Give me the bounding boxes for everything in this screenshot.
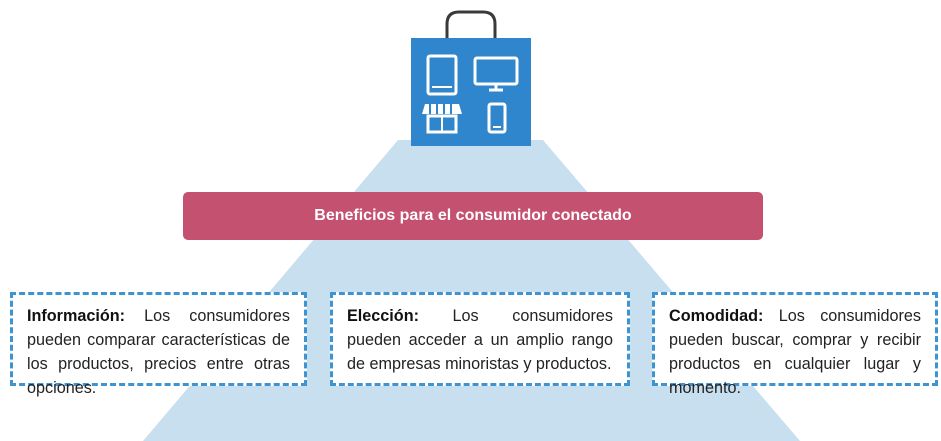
monitor-icon bbox=[473, 56, 519, 92]
benefit-title: Comodidad: bbox=[669, 307, 779, 325]
tablet-icon bbox=[426, 54, 458, 96]
benefit-text: Los consumidores pueden comparar caracte… bbox=[27, 307, 290, 397]
benefit-title: Elección: bbox=[347, 307, 453, 325]
benefit-text: Los consumidores pueden acceder a un amp… bbox=[347, 307, 613, 373]
benefit-title: Información: bbox=[27, 307, 145, 325]
shopping-bag-icon bbox=[411, 10, 531, 146]
smartphone-icon bbox=[487, 102, 507, 134]
benefit-text: Los consumidores pueden buscar, comprar … bbox=[669, 307, 921, 397]
benefit-card-comodidad: Comodidad: Los consumidores pueden busca… bbox=[652, 292, 938, 397]
benefit-card-eleccion: Elección: Los consumidores pueden accede… bbox=[330, 292, 630, 386]
storefront-icon bbox=[422, 104, 462, 134]
benefits-banner: Beneficios para el consumidor conectado bbox=[183, 192, 763, 240]
benefit-card-informacion: Información: Los consumidores pueden com… bbox=[10, 292, 307, 397]
banner-title: Beneficios para el consumidor conectado bbox=[314, 207, 632, 224]
